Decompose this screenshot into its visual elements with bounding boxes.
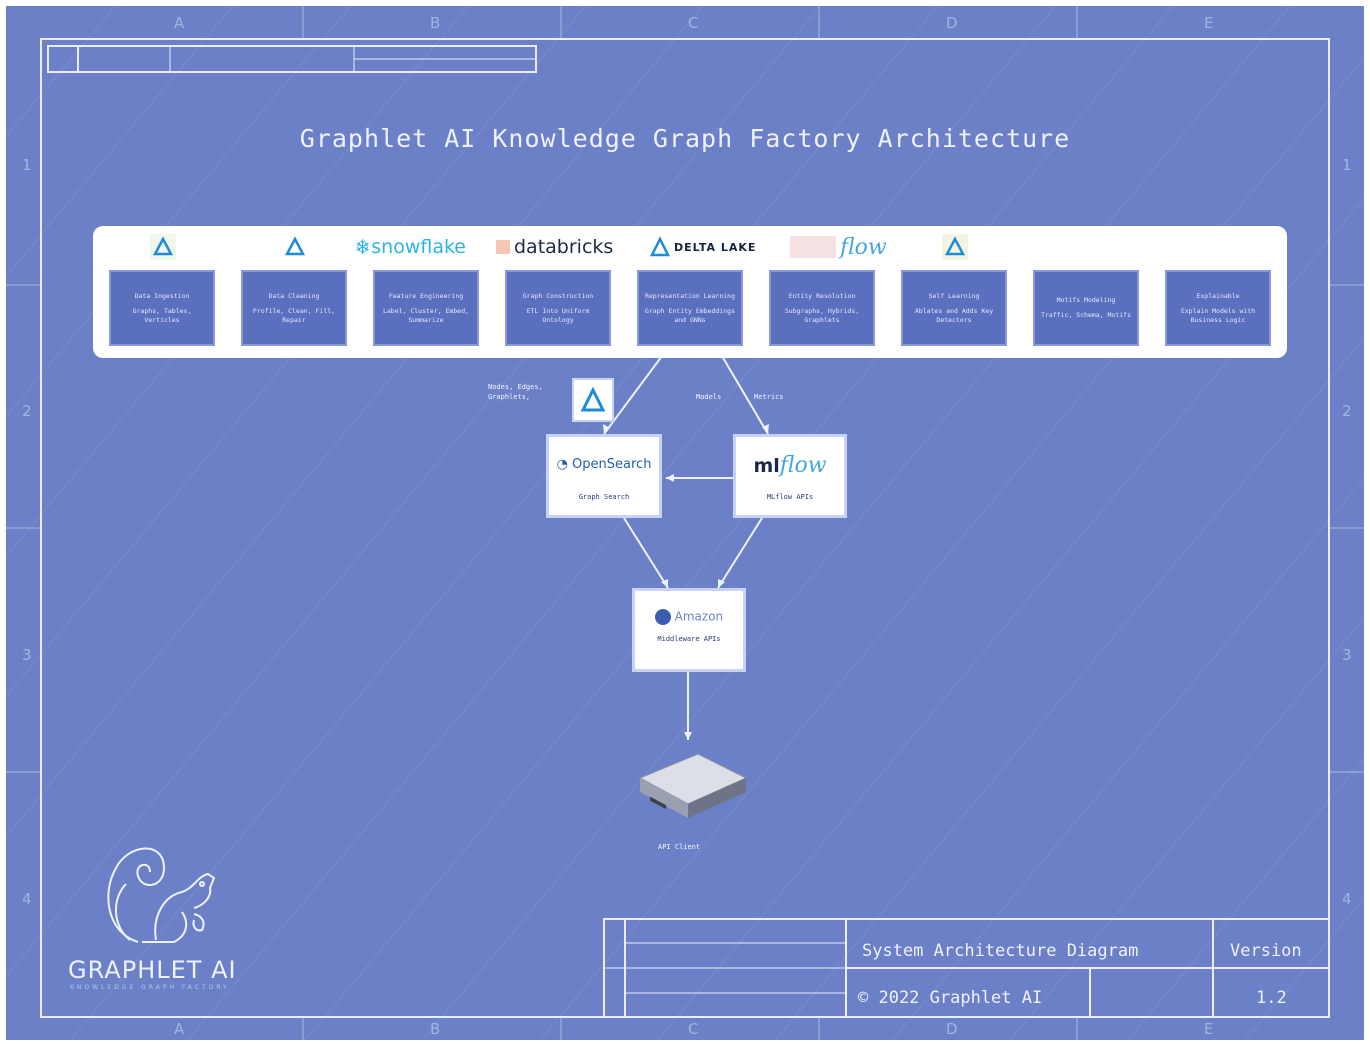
opensearch-wordmark: OpenSearch <box>572 457 652 472</box>
databricks-logo: databricks <box>496 232 613 262</box>
grid-row-label: 3 <box>1342 646 1352 664</box>
node-caption: Graph Search <box>578 493 630 501</box>
stage-detail: Ablates and Adds Key Detectors <box>914 306 994 324</box>
grid-col-label: E <box>1204 1020 1214 1038</box>
flow-wordmark: flow <box>840 234 887 260</box>
stage-explainable: Explainable Explain Models with Business… <box>1165 270 1271 346</box>
opensearch-node: ◔ OpenSearch Graph Search <box>546 434 662 518</box>
stage-detail: Subgraphs, Hybrids, Graphlets <box>784 306 860 324</box>
mlflow-flow: flow <box>779 453 827 478</box>
api-client-label: API Client <box>658 843 701 851</box>
brand-tagline: KNOWLEDGE GRAPH FACTORY <box>70 984 230 991</box>
api-client-device-icon <box>638 753 748 818</box>
stage-title: Data Ingestion <box>134 291 190 300</box>
grid-row-label: 1 <box>1342 156 1352 174</box>
version-label: Version <box>1230 941 1302 961</box>
grid-col-label: B <box>430 1020 441 1038</box>
stage-detail: Graph Entity Embeddings and GNNs <box>644 306 735 324</box>
flow-logo-mark <box>790 236 836 258</box>
delta-icon <box>282 232 308 262</box>
stage-detail: Explain Models with Business Logic <box>1180 306 1256 324</box>
edge-label-graph-data: Nodes, Edges, Graphlets, <box>488 383 543 401</box>
mlflow-logo: mlflow <box>736 453 844 478</box>
stage-data-ingestion: Data Ingestion Graphs, Tables, Verticles <box>109 270 215 346</box>
middleware-node: Amazon Middleware APIs <box>632 588 746 672</box>
grid-row-label: 4 <box>22 890 32 908</box>
stage-title: Graph Construction <box>522 291 594 300</box>
version-number: 1.2 <box>1256 988 1287 1008</box>
stage-self-learning: Self Learning Ablates and Adds Key Detec… <box>901 270 1007 346</box>
stage-title: Entity Resolution <box>788 291 856 300</box>
mlflow-node: mlflow MLflow APIs <box>733 434 847 518</box>
stage-motifs-modeling: Motifs Modeling Traffic, Schema, Motifs <box>1033 270 1139 346</box>
stage-detail: Graphs, Tables, Verticles <box>132 306 192 324</box>
grid-col-label: E <box>1204 14 1214 32</box>
stage-detail: Label, Cluster, Embed, Summarize <box>382 306 470 324</box>
stage-title: Feature Engineering <box>388 291 464 300</box>
stage-representation-learning: Representation Learning Graph Entity Emb… <box>637 270 743 346</box>
node-caption: MLflow APIs <box>766 493 814 501</box>
mlflow-ml: ml <box>753 455 780 477</box>
stage-detail: Profile, Clean, Fill, Repair <box>252 306 336 324</box>
delta-icon <box>942 232 968 262</box>
grid-col-label: D <box>946 14 958 32</box>
stage-feature-engineering: Feature Engineering Label, Cluster, Embe… <box>373 270 479 346</box>
snowflake-wordmark: snowflake <box>371 236 466 258</box>
stage-title: Motifs Modeling <box>1056 296 1116 304</box>
delta-icon <box>650 236 670 257</box>
amazon-logo: Amazon <box>635 609 743 625</box>
grid-col-label: C <box>688 1020 699 1038</box>
opensearch-icon: ◔ <box>556 457 568 472</box>
grid-row-label: 2 <box>1342 402 1352 420</box>
grid-row-label: 4 <box>1342 890 1352 908</box>
flow-logo: flow <box>790 232 887 262</box>
node-caption: Middleware APIs <box>657 635 721 643</box>
grid-row-label: 2 <box>22 402 32 420</box>
doc-title: System Architecture Diagram <box>862 941 1139 961</box>
stage-title: Representation Learning <box>644 291 735 300</box>
copyright: © 2022 Graphlet AI <box>858 988 1043 1008</box>
edge-label-metrics: Metrics <box>754 393 784 401</box>
stage-data-cleaning: Data Cleaning Profile, Clean, Fill, Repa… <box>241 270 347 346</box>
stage-detail: Traffic, Schema, Motifs <box>1040 311 1131 319</box>
delta-icon <box>150 232 176 262</box>
databricks-wordmark: databricks <box>514 236 614 258</box>
stage-title: Explainable <box>1196 291 1240 300</box>
grid-col-label: B <box>430 14 441 32</box>
title-block-grid <box>603 918 1330 1018</box>
snowflake-icon: ❄ <box>356 234 370 260</box>
amazon-wordmark: Amazon <box>674 609 724 624</box>
grid-row-label: 1 <box>22 156 32 174</box>
grid-col-label: C <box>688 14 699 32</box>
databricks-icon <box>496 240 510 254</box>
grid-col-label: A <box>174 1020 185 1038</box>
delta-lake-logo: DELTA LAKE <box>650 232 756 262</box>
blueprint-sheet: A B C D E A B C D E 1 2 3 4 1 2 3 4 <box>6 6 1364 1040</box>
grid-row-label: 3 <box>22 646 32 664</box>
opensearch-logo: ◔ OpenSearch <box>549 457 659 472</box>
delta-icon <box>572 378 614 422</box>
stage-detail: ETL Into Uniform Ontology <box>526 306 590 324</box>
diagram-title: Graphlet AI Knowledge Graph Factory Arch… <box>299 124 1071 153</box>
snowflake-logo: ❄ snowflake <box>356 232 466 262</box>
stage-title: Self Learning <box>928 291 980 300</box>
squirrel-logo-icon <box>107 847 216 943</box>
grid-col-label: A <box>174 14 185 32</box>
brand-name: GRAPHLET AI <box>68 956 237 984</box>
stage-title: Data Cleaning <box>268 291 320 300</box>
delta-lake-wordmark: DELTA LAKE <box>674 240 757 254</box>
amazon-icon <box>654 609 671 625</box>
stage-graph-construction: Graph Construction ETL Into Uniform Onto… <box>505 270 611 346</box>
edge-label-models: Models <box>696 393 722 401</box>
stage-entity-resolution: Entity Resolution Subgraphs, Hybrids, Gr… <box>769 270 875 346</box>
grid-col-label: D <box>946 1020 958 1038</box>
